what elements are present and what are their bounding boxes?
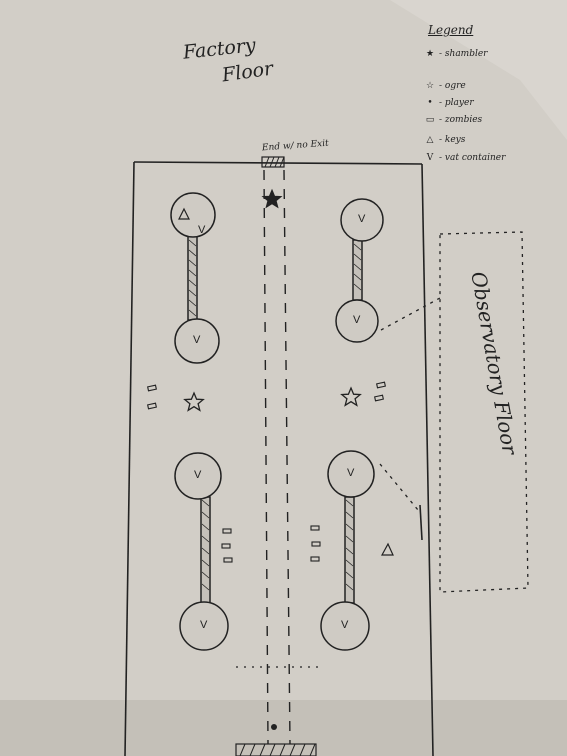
vat-group-right-top bbox=[335, 198, 384, 343]
vat-icon: V bbox=[426, 153, 434, 163]
key-icon: △ bbox=[426, 135, 434, 145]
factory-floor-outline bbox=[124, 161, 434, 756]
legend-item-vat: V - vat container bbox=[424, 153, 506, 163]
player-icon: • bbox=[427, 98, 433, 108]
corridor-dashed-lines bbox=[263, 169, 291, 745]
ogre-icon bbox=[183, 391, 205, 412]
vat-group-left-bottom bbox=[174, 452, 229, 651]
vat-label: V bbox=[193, 334, 201, 346]
legend-item-keys: △ - keys bbox=[424, 135, 466, 145]
ogre-icon bbox=[340, 386, 362, 407]
key-icon bbox=[178, 207, 190, 220]
legend-item-label: - vat container bbox=[439, 153, 506, 163]
legend-item-ogre: ☆ - ogre bbox=[424, 82, 466, 91]
vat-label: V bbox=[353, 314, 361, 326]
vat-group-left-top bbox=[170, 192, 220, 364]
player-icon bbox=[271, 724, 277, 730]
vat-group-right-bottom bbox=[320, 450, 375, 651]
ogre-icon: ☆ bbox=[425, 81, 435, 91]
legend-item-label: - zombies bbox=[439, 115, 483, 125]
zombie-icon: ▭ bbox=[425, 115, 435, 125]
legend-item-zombies: ▭ - zombies bbox=[424, 116, 482, 125]
vat-label: V bbox=[358, 213, 366, 225]
vat-label: V bbox=[347, 467, 355, 479]
paper-highlight bbox=[390, 0, 567, 140]
vat-label: V bbox=[200, 619, 208, 631]
legend-item-label: - ogre bbox=[439, 81, 466, 91]
legend-item-label: - shambler bbox=[439, 49, 488, 59]
end-wall-hatch bbox=[261, 156, 285, 168]
shambler-icon bbox=[261, 188, 283, 209]
legend-item-label: - player bbox=[439, 98, 474, 108]
legend-item-label: - keys bbox=[439, 135, 466, 145]
legend-item-player: • - player bbox=[424, 98, 474, 108]
observatory-wall-segment bbox=[419, 504, 423, 541]
entrance-hatch bbox=[235, 743, 317, 756]
vat-label: V bbox=[198, 224, 206, 236]
legend-title: Legend bbox=[428, 23, 474, 37]
vat-label: V bbox=[341, 619, 349, 631]
shambler-icon: ★ bbox=[425, 49, 435, 59]
legend-item-shambler: ★ - shambler bbox=[424, 50, 488, 59]
key-icon bbox=[380, 542, 394, 556]
observatory-box bbox=[379, 231, 529, 593]
zombie-group bbox=[147, 381, 386, 563]
vat-label: V bbox=[194, 469, 202, 481]
